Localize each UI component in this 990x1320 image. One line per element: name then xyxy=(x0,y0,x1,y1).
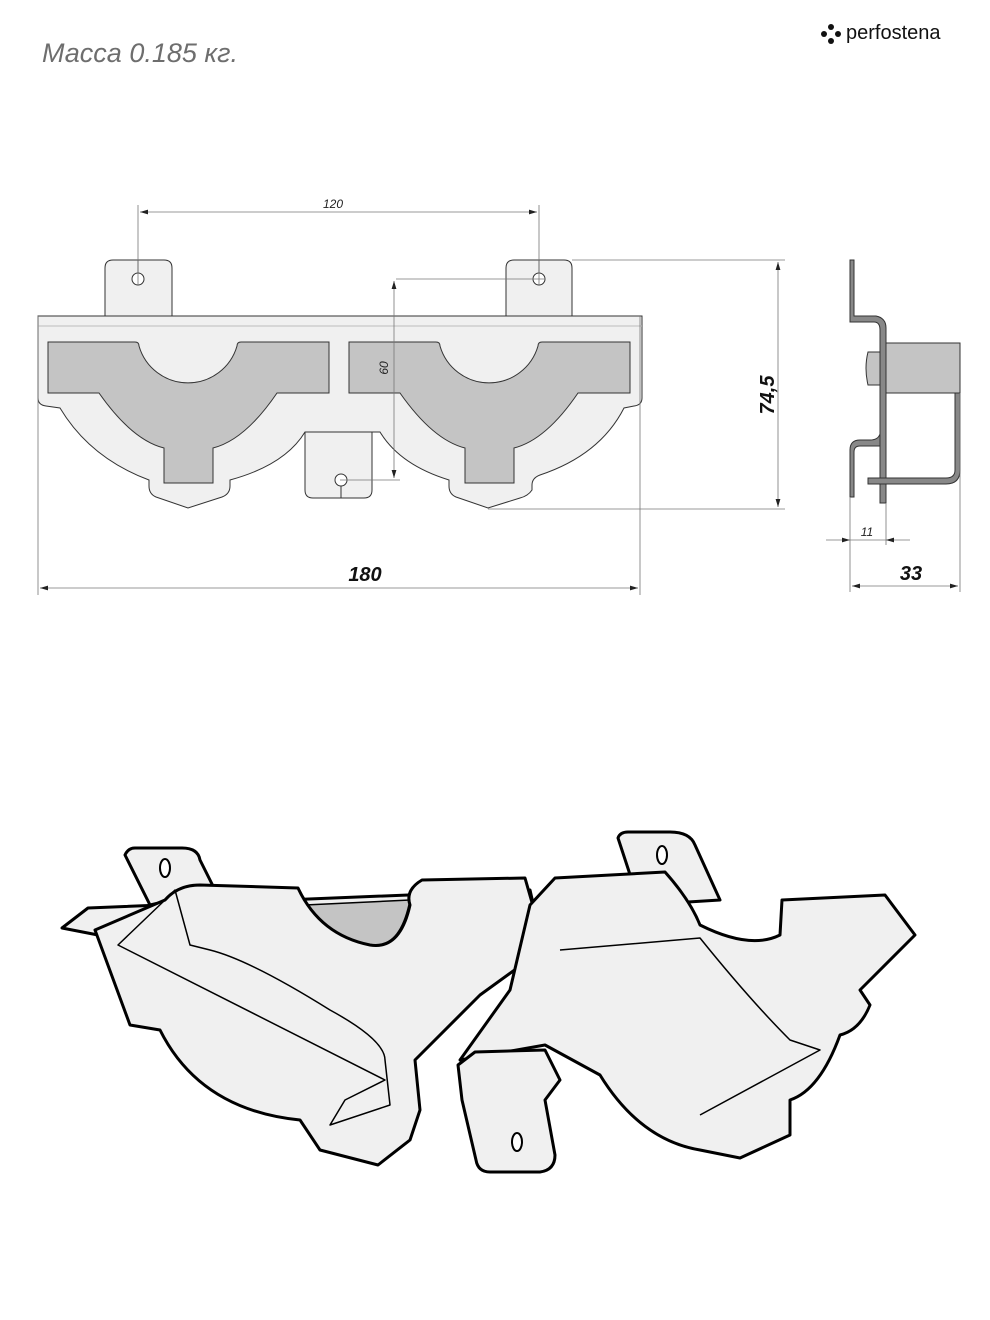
top-tab-right xyxy=(505,259,573,317)
bottom-tab xyxy=(304,429,373,499)
dim-60-label: 60 xyxy=(377,361,391,375)
front-view xyxy=(37,259,643,509)
mass-label: Масса 0.185 кг. xyxy=(42,38,238,68)
dim-11-label: 11 xyxy=(861,525,873,539)
iso-holder-right xyxy=(458,870,917,1160)
top-tab-left xyxy=(104,259,173,317)
side-dimensions xyxy=(826,393,961,592)
dim-120-label: 120 xyxy=(323,197,343,211)
gray-insert-left xyxy=(47,341,330,484)
brand-name: perfostena xyxy=(846,22,941,44)
gray-insert-right xyxy=(348,341,631,484)
side-view xyxy=(849,259,961,504)
dim-74-5-label: 74,5 xyxy=(757,375,779,415)
brand-logo: perfostena xyxy=(820,22,941,45)
iso-front-face-right xyxy=(559,937,821,1116)
dim-180-label: 180 xyxy=(348,564,381,586)
isometric-view xyxy=(60,830,917,1174)
iso-bottom-tab xyxy=(456,1048,562,1174)
dim-33-label: 33 xyxy=(900,563,922,585)
dots-logo-icon xyxy=(821,23,841,44)
iso-front-face-left xyxy=(117,889,391,1126)
front-dimensions xyxy=(37,205,785,595)
